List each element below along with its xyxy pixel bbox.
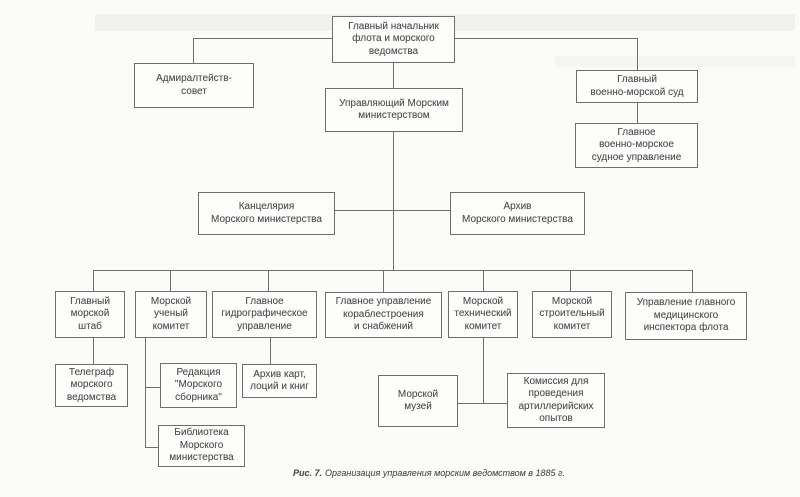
node-medical-inspector: Управление главного медицинского инспект… — [625, 292, 747, 340]
connector-chief-left-horizontal — [193, 38, 333, 39]
node-map-archive: Архив карт, лоций и книг — [242, 364, 317, 398]
connector-rail-hydrographic-drop — [268, 270, 269, 291]
node-main-naval-staff: Главный морской штаб — [55, 291, 125, 338]
connector-museum-commission-horizontal — [458, 403, 507, 404]
node-artillery-commission: Комиссия для проведения артиллерийских о… — [507, 373, 605, 428]
figure-caption: Рис. 7.Организация управления морским ве… — [229, 468, 629, 478]
connector-rail-construction-drop — [570, 270, 571, 291]
node-hydrographic-directorate: Главное гидрографическое управление — [212, 291, 317, 338]
node-naval-court-directorate: Главное военно-морское судное управление — [575, 123, 698, 168]
node-technical-committee: Морской технический комитет — [448, 291, 518, 338]
node-minister: Управляющий Морским министерством — [325, 88, 463, 132]
node-admiralty-council: Адмиралтейств- совет — [134, 63, 254, 108]
connector-scientific-trunk-vertical — [145, 338, 146, 448]
connector-rail-shipbuilding-drop — [383, 270, 384, 292]
connector-chief-minister-vertical — [393, 63, 394, 88]
connector-staff-telegraph-vertical — [93, 338, 94, 364]
scan-artifact-band — [555, 56, 795, 67]
node-naval-museum: Морской музей — [378, 375, 458, 427]
connector-court-directorate-drop — [637, 103, 638, 123]
node-shipbuilding-directorate: Главное управление кораблестроения и сна… — [325, 292, 442, 338]
connector-chancery-archive-horizontal — [335, 210, 450, 211]
connector-minister-rail-vertical — [393, 132, 394, 271]
node-naval-court: Главный военно-морской суд — [576, 70, 698, 103]
node-scientific-committee: Морской ученый комитет — [135, 291, 207, 338]
node-ministry-library: Библиотека Морского министерства — [158, 425, 245, 467]
node-chief-of-fleet: Главный начальник флота и морского ведом… — [332, 16, 455, 63]
node-chancery: Канцелярия Морского министерства — [198, 192, 335, 235]
connector-court-drop — [637, 38, 638, 70]
connector-chief-right-horizontal — [455, 38, 637, 39]
connector-rail-scientific-drop — [170, 270, 171, 291]
node-morskoy-sbornik-redaction: Редакция "Морского сборника" — [160, 363, 237, 408]
connector-rail-technical-drop — [483, 270, 484, 291]
figure-caption-number: Рис. 7. — [293, 468, 323, 478]
connector-bottom-rail-horizontal — [93, 270, 692, 271]
connector-rail-medical-drop — [692, 270, 693, 292]
node-ministry-archive: Архив Морского министерства — [450, 192, 585, 235]
connector-admiralty-drop — [193, 38, 194, 64]
connector-technical-trunk-vertical — [483, 338, 484, 404]
connector-hydro-maparchive-vertical — [270, 338, 271, 364]
node-construction-committee: Морской строительный комитет — [532, 291, 612, 338]
connector-rail-staff-drop — [93, 270, 94, 291]
connector-library-stub-horizontal — [145, 447, 158, 448]
connector-redaction-stub-horizontal — [145, 387, 160, 388]
node-telegraph: Телеграф морского ведомства — [55, 364, 128, 407]
figure-caption-text: Организация управления морским ведомство… — [325, 468, 565, 478]
